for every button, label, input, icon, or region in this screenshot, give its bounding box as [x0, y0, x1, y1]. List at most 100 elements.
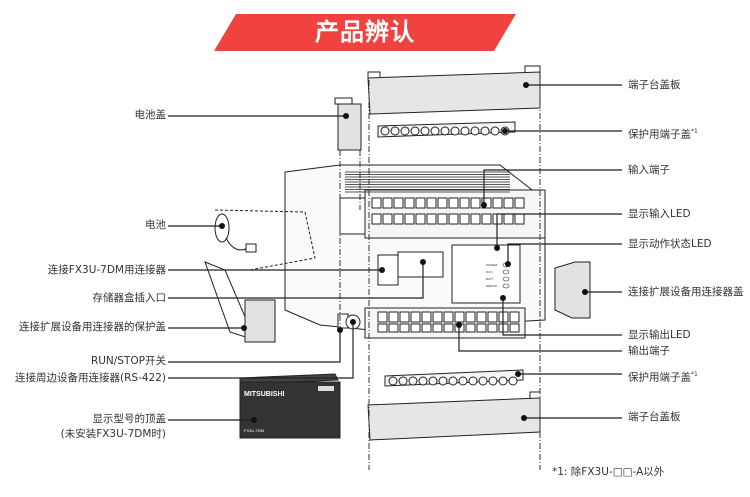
terminal-screw: [476, 323, 487, 333]
banner-background: [214, 14, 516, 51]
leader-dot: [515, 371, 521, 377]
label-input-led: 显示输入LED: [628, 208, 691, 220]
terminal-screw: [503, 213, 514, 225]
terminal-screw: [399, 311, 410, 323]
leader-memory-cassette-slot: [168, 262, 424, 299]
plc-main-body: [284, 164, 546, 339]
terminal-screw: [503, 197, 514, 209]
terminal-screw: [404, 197, 415, 209]
cover-hole: [390, 126, 400, 136]
terminal-screw: [454, 311, 465, 323]
status-led-indicator: [502, 283, 510, 289]
terminal-screw: [476, 311, 487, 323]
leader-dot: [582, 289, 588, 295]
terminal-screw: [382, 197, 393, 209]
cover-hole: [488, 376, 498, 386]
leader-dot: [241, 325, 247, 331]
led-label: BATT: [486, 277, 494, 281]
label-terminal-block-cover-top: 端子台盖板: [628, 79, 681, 91]
leader-dot: [494, 245, 500, 251]
brand-logo: MITSUBISHI: [244, 391, 285, 398]
terminal-screw: [459, 213, 470, 225]
terminal-screw: [371, 213, 382, 225]
label-model-top-cover-note: (未安装FX3U-7DM时): [60, 428, 166, 440]
status-led-indicator: [502, 269, 510, 275]
terminal-screw: [514, 197, 525, 209]
cover-hole: [380, 126, 390, 136]
label-terminal-protective-cover-bottom: 保护用端子盖*1: [628, 371, 698, 384]
terminal-screw: [426, 213, 437, 225]
label-terminal-protective-cover-top: 保护用端子盖*1: [628, 128, 698, 141]
cover-hole: [430, 126, 440, 136]
leader-dot: [481, 202, 487, 208]
terminal-screw: [415, 197, 426, 209]
terminal-screw: [481, 213, 492, 225]
protective-terminal-cover-bottom-part: [384, 369, 524, 387]
terminal-screw: [415, 213, 426, 225]
leader-dot: [350, 319, 356, 325]
banner-title: 产品辨认: [315, 18, 415, 46]
leader-input-led: [496, 213, 622, 248]
footnote: *1: 除FX3U-□□-A以外: [552, 466, 665, 478]
terminal-screw: [443, 311, 454, 323]
label-peripheral-connector: 连接周边设备用连接器(RS-422): [15, 372, 166, 384]
terminal-screw: [465, 311, 476, 323]
cover-hole: [440, 126, 450, 136]
title-banner: 产品辨认: [214, 14, 516, 51]
expansion-connector-cover-part: [554, 261, 591, 319]
cover-hole: [460, 126, 470, 136]
leader-dot: [219, 223, 225, 229]
cover-hole: [448, 376, 458, 386]
cover-hole: [468, 376, 478, 386]
leader-dot: [456, 322, 462, 328]
label-status-led: 显示动作状态LED: [628, 238, 712, 250]
label-battery: 电池: [145, 219, 166, 231]
cover-hole: [458, 376, 468, 386]
cover-hole: [410, 126, 420, 136]
label-terminal-block-cover-bottom: 端子台盖板: [628, 411, 681, 423]
label-expansion-connector-protective-cover: 连接扩展设备用连接器的保护盖: [19, 321, 166, 333]
leader-dot: [505, 261, 511, 267]
terminal-screw: [509, 311, 520, 323]
leader-dot: [523, 82, 529, 88]
cover-hole: [388, 376, 398, 386]
cover-hole: [478, 376, 488, 386]
label-output-terminals: 输出端子: [628, 345, 670, 357]
cover-hole: [508, 376, 518, 386]
label-output-led: 显示输出LED: [628, 329, 691, 341]
battery-cover-part: [334, 97, 362, 151]
terminal-screw: [432, 323, 443, 333]
terminal-screw: [399, 323, 410, 333]
terminal-screw: [421, 323, 432, 333]
terminal-screw: [487, 311, 498, 323]
cover-hole: [438, 376, 448, 386]
terminal-screw: [377, 323, 388, 333]
terminal-screw: [393, 213, 404, 225]
terminal-screw: [448, 197, 459, 209]
terminal-screw: [388, 311, 399, 323]
cover-hole: [408, 376, 418, 386]
terminal-screw: [426, 197, 437, 209]
terminal-screw: [382, 213, 393, 225]
cover-hole: [398, 376, 408, 386]
terminal-screw: [465, 323, 476, 333]
leader-dot: [343, 113, 349, 119]
terminal-screw: [404, 213, 415, 225]
terminal-screw: [393, 197, 404, 209]
cover-hole: [490, 126, 500, 136]
cover-hole: [428, 376, 438, 386]
cover-hole: [450, 126, 460, 136]
status-led-indicator: [502, 276, 510, 282]
leader-dot: [251, 417, 257, 423]
terminal-screw: [410, 323, 421, 333]
leader-dot: [500, 295, 506, 301]
leader-peripheral-connector: [168, 322, 354, 379]
terminal-screw: [459, 197, 470, 209]
leader-output-terminals: [458, 325, 622, 352]
terminal-screw: [470, 197, 481, 209]
leader-dot: [379, 267, 385, 273]
label-fx3u-7dm-connector: 连接FX3U-7DM用连接器: [47, 264, 166, 276]
leader-input-terminals: [483, 169, 622, 205]
terminal-block-cover-bottom-part: [367, 391, 541, 441]
